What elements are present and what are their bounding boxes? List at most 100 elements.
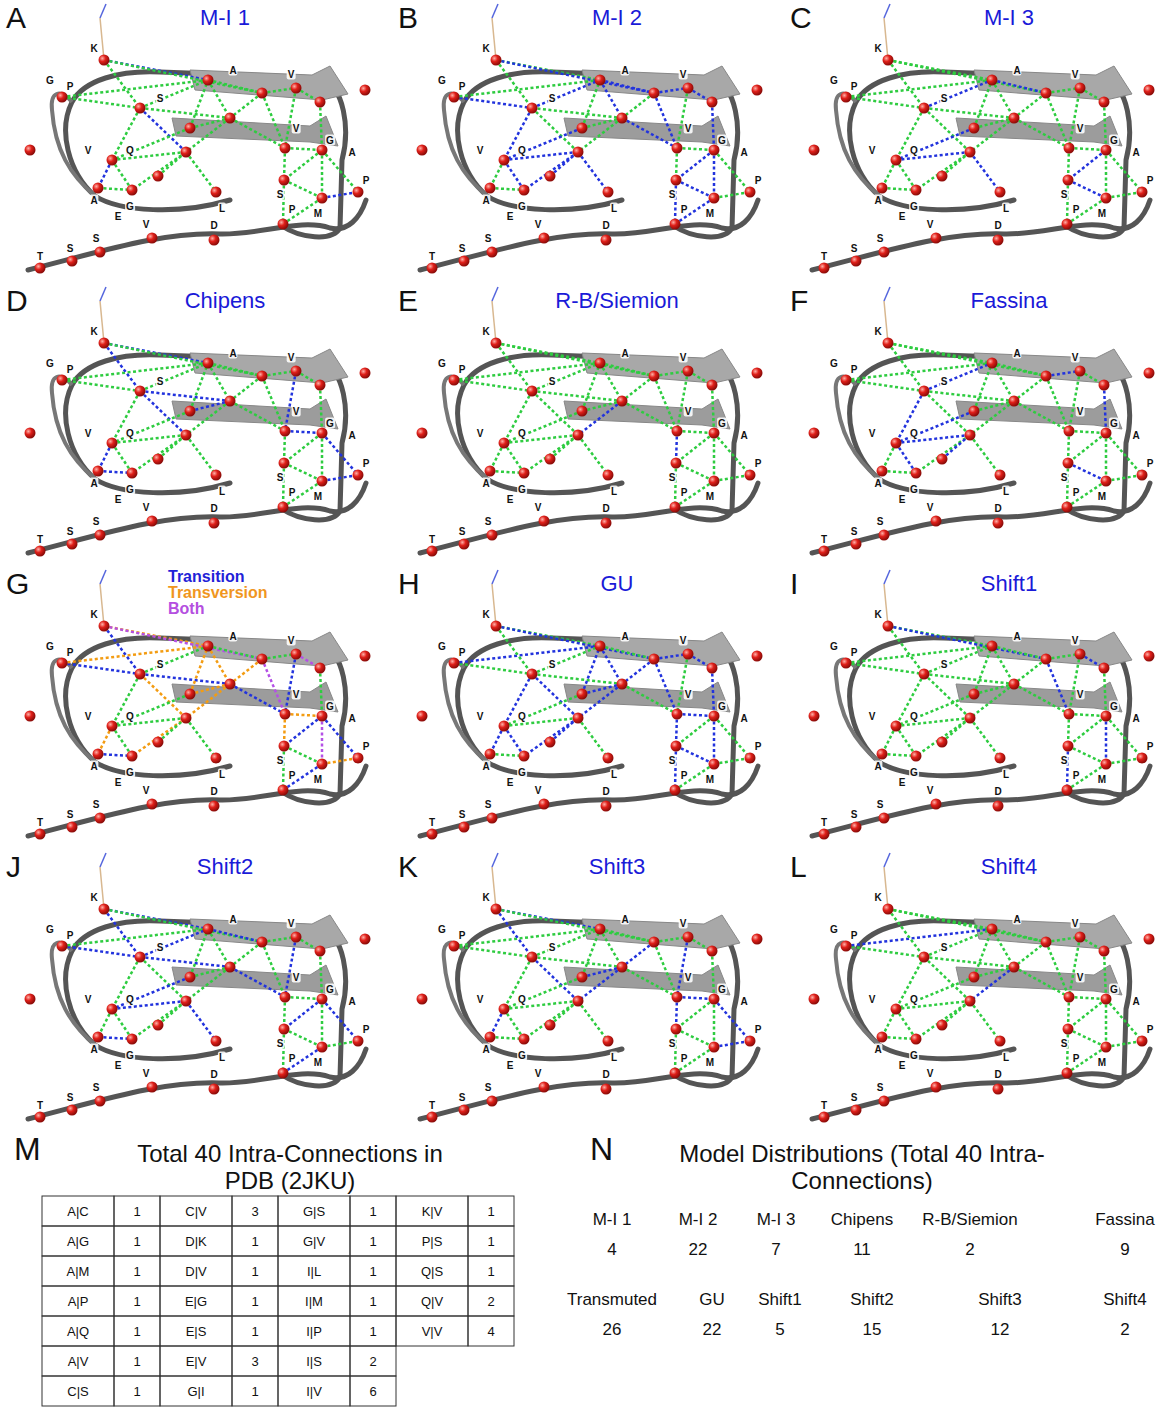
table-cell-border bbox=[396, 1226, 468, 1256]
table-cell-border bbox=[42, 1196, 114, 1226]
residue-letter: P bbox=[1146, 741, 1155, 752]
alpha-carbon-ball bbox=[317, 994, 328, 1005]
residue-letter: P bbox=[850, 930, 859, 941]
residue-letter: S bbox=[484, 516, 493, 527]
alpha-carbon-ball bbox=[519, 185, 530, 196]
alpha-carbon-ball bbox=[969, 406, 980, 417]
contact-line bbox=[924, 674, 1014, 684]
contact-line bbox=[578, 152, 608, 192]
contact-line bbox=[283, 463, 284, 507]
table-cell-border bbox=[350, 1256, 396, 1286]
contact-line bbox=[104, 909, 262, 942]
alpha-carbon-ball bbox=[135, 669, 146, 680]
contact-line bbox=[916, 435, 970, 473]
alpha-carbon-ball bbox=[485, 183, 496, 194]
contact-line bbox=[230, 967, 285, 997]
contact-line bbox=[896, 694, 974, 726]
table-cell: V|V bbox=[422, 1324, 443, 1339]
alpha-carbon-ball bbox=[93, 749, 104, 760]
backbone-ribbon bbox=[812, 1049, 1150, 1119]
residue-letter: G bbox=[437, 924, 447, 935]
contact-line bbox=[140, 391, 230, 401]
alpha-carbon-ball bbox=[225, 113, 236, 124]
contact-line bbox=[532, 391, 622, 401]
residue-letter: M bbox=[1097, 1057, 1107, 1068]
contact-line bbox=[550, 1001, 578, 1025]
residue-letter: A bbox=[89, 195, 98, 206]
alpha-carbon-ball bbox=[672, 143, 683, 154]
alpha-carbon-ball bbox=[147, 799, 158, 810]
alpha-carbon-ball bbox=[1041, 654, 1052, 665]
contact-line bbox=[1014, 118, 1069, 148]
alpha-carbon-ball bbox=[545, 171, 556, 182]
alpha-carbon-ball bbox=[257, 88, 268, 99]
table-cell-border bbox=[350, 1286, 396, 1316]
residue-letter: S bbox=[92, 799, 101, 810]
contact-line bbox=[888, 343, 992, 363]
alpha-carbon-ball bbox=[1137, 1036, 1148, 1047]
residue-letter: V bbox=[84, 428, 93, 439]
contact-line bbox=[888, 626, 924, 674]
alpha-carbon-ball bbox=[595, 924, 606, 935]
contact-line bbox=[283, 746, 284, 790]
residue-letter: S bbox=[156, 93, 165, 104]
alpha-carbon-ball bbox=[601, 235, 612, 246]
alpha-carbon-ball bbox=[107, 438, 118, 449]
contact-line bbox=[924, 80, 992, 108]
residue-letter: E bbox=[506, 777, 515, 788]
contact-line bbox=[208, 80, 230, 118]
contact-line bbox=[712, 668, 714, 716]
alpha-carbon-ball bbox=[995, 1036, 1006, 1047]
residue-letter: G bbox=[437, 75, 447, 86]
contact-line bbox=[284, 463, 322, 481]
alpha-carbon-ball bbox=[993, 235, 1004, 246]
contact-line bbox=[1068, 433, 1106, 463]
contact-line bbox=[504, 391, 532, 443]
alpha-carbon-ball bbox=[317, 193, 328, 204]
alpha-carbon-ball bbox=[527, 103, 538, 114]
residue-letter: S bbox=[92, 1082, 101, 1093]
alpha-carbon-ball bbox=[280, 426, 291, 437]
contact-line bbox=[675, 463, 676, 507]
alpha-carbon-ball bbox=[317, 759, 328, 770]
contact-line bbox=[1014, 376, 1046, 401]
contact-line bbox=[532, 957, 622, 967]
alpha-carbon-ball bbox=[883, 55, 894, 66]
alpha-carbon-ball bbox=[595, 358, 606, 369]
table-cell-border bbox=[278, 1346, 350, 1376]
panel-letter: M bbox=[14, 1132, 41, 1166]
alpha-carbon-ball bbox=[573, 147, 584, 158]
residue-letter: S bbox=[276, 472, 285, 483]
residue-letter: P bbox=[1072, 487, 1081, 498]
contact-line bbox=[104, 60, 140, 108]
alpha-carbon-ball bbox=[841, 375, 852, 386]
contact-line bbox=[896, 391, 924, 443]
residue-letter: A bbox=[873, 761, 882, 772]
alpha-carbon-ball bbox=[280, 992, 291, 1003]
side-chain bbox=[100, 584, 104, 626]
alpha-carbon-ball bbox=[257, 371, 268, 382]
alpha-carbon-ball bbox=[279, 175, 290, 186]
contact-line bbox=[974, 118, 1014, 128]
alpha-carbon-ball bbox=[709, 759, 720, 770]
table-cell: 2 bbox=[369, 1354, 376, 1369]
residue-letter: Q bbox=[125, 711, 135, 722]
table-cell: A|P bbox=[68, 1294, 89, 1309]
table-cell-border bbox=[468, 1196, 514, 1226]
residue-letter: A bbox=[1131, 996, 1140, 1007]
panel-letter: K bbox=[398, 851, 418, 883]
residue-letter: P bbox=[362, 1024, 371, 1035]
alpha-carbon-ball bbox=[25, 428, 36, 439]
alpha-carbon-ball bbox=[1041, 88, 1052, 99]
table-cell: A|Q bbox=[67, 1324, 89, 1339]
residue-letter: G bbox=[517, 484, 527, 495]
residue-letter: P bbox=[850, 364, 859, 375]
alpha-carbon-ball bbox=[877, 183, 888, 194]
residue-letter: P bbox=[362, 458, 371, 469]
contact-line bbox=[1069, 431, 1106, 433]
table-cell: 3 bbox=[251, 1354, 258, 1369]
alpha-carbon-ball bbox=[499, 1004, 510, 1015]
contact-line bbox=[992, 646, 1014, 684]
alpha-carbon-ball bbox=[57, 375, 68, 386]
contact-line bbox=[550, 435, 578, 459]
